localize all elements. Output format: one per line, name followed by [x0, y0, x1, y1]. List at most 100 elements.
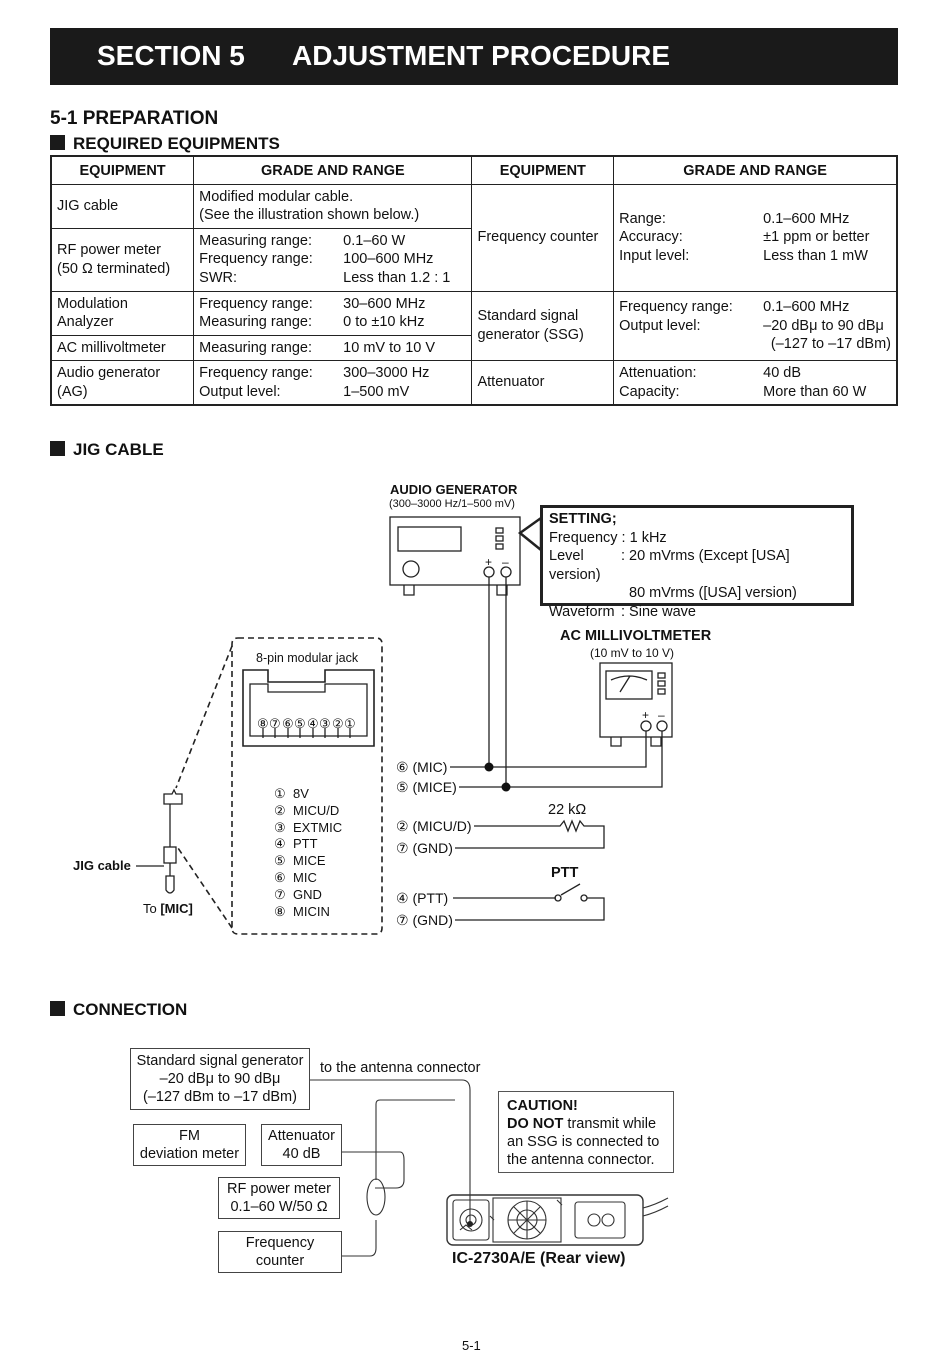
pin-number: ④ [274, 836, 286, 852]
fc-val-2: ±1 ppm or better [763, 229, 870, 246]
jig-desc-2: (See the illustration shown below.) [199, 207, 420, 223]
pin-legend-item: ② MICU/D [274, 803, 342, 820]
attenuator-cell: Attenuator [471, 360, 615, 406]
pin-name: MIC [293, 869, 317, 885]
mod-analyzer-cell: Modulation Analyzer [50, 290, 195, 336]
to-mic-bold: [MIC] [160, 901, 193, 916]
section-title: ADJUSTMENT PROCEDURE [292, 40, 671, 71]
fc-key-3: Input level: [619, 247, 690, 264]
setting-wave-key: Waveform [549, 603, 615, 620]
ssg-line-2: –20 dBμ to 90 dBμ [159, 1071, 281, 1087]
pin-num: ⑤ [294, 716, 306, 731]
fc-key-1: Range: [619, 210, 666, 227]
ssg-cell: Standard signal generator (SSG) [471, 290, 615, 361]
table-row: JIG cable Modified modular cable. (See t… [50, 183, 898, 292]
caution-line-1: DO NOT transmit while [507, 1115, 665, 1133]
jack-pin-numbers: ⑧ ⑦ ⑥ ⑤ ④ ③ ② ① [257, 716, 356, 731]
ptt-label: PTT [551, 865, 579, 881]
antenna-label: to the antenna connector [320, 1060, 481, 1076]
required-equipments-label: REQUIRED EQUIPMENTS [73, 134, 280, 153]
pin-legend-item: ⑥ MIC [274, 870, 342, 887]
connection-heading-label: CONNECTION [73, 1000, 188, 1019]
coupler [366, 1178, 386, 1216]
pin-legend-item: ① 8V [274, 786, 342, 803]
fc-val-3: Less than 1 mW [763, 247, 868, 264]
fc-line-1: Frequency [245, 1235, 315, 1251]
pin-num: ③ [319, 716, 331, 731]
heading-square [50, 1001, 65, 1016]
caution-bold: DO NOT [507, 1116, 564, 1132]
ssg-line-3: (–127 dBm to –17 dBm) [143, 1089, 297, 1105]
freq-counter-cell: Frequency counter [471, 183, 615, 292]
att-val-1: 40 dB [763, 365, 802, 381]
setting-freq-val: 1 kHz [629, 529, 667, 546]
ssg-box: Standard signal generator –20 dBμ to 90 … [130, 1048, 310, 1110]
setting-box: SETTING; Frequency : 1 kHz Level: 20 mVr… [540, 505, 854, 620]
pin-num: ⑧ [257, 716, 269, 731]
pin-number: ② [274, 802, 286, 818]
rf-power-box: RF power meter 0.1–60 W/50 Ω [218, 1177, 340, 1219]
counter-line [342, 1220, 377, 1257]
resistor-label: 22 kΩ [548, 802, 587, 818]
ac-millivoltmeter-body [599, 662, 673, 738]
mod-name-1: Modulation [57, 295, 128, 312]
ag-key-2: Output level: [199, 383, 281, 400]
rf-meter-grade: Measuring range:0.1–60 W Frequency range… [193, 227, 473, 292]
pin-number: ⑤ [274, 853, 286, 869]
acm-minus: – [658, 708, 665, 722]
pin-name: 8V [293, 786, 309, 801]
setting-level-val2: 80 mVrms ([USA] version) [629, 585, 797, 601]
ag-display [397, 526, 462, 552]
attenuator-grade: Attenuation:40 dB Capacity:More than 60 … [613, 360, 898, 406]
to-mic-prefix: To [143, 901, 161, 916]
col-header-equipment-2: EQUIPMENT [471, 155, 615, 185]
ag-knob [402, 560, 420, 578]
table-row: RF power meter (50 Ω terminated) Measuri… [50, 227, 897, 292]
pin-num: ⑥ [282, 716, 294, 731]
pin-number: ⑥ [274, 869, 286, 885]
mod-val-2: 0 to ±10 kHz [343, 314, 425, 330]
ssg-to-antenna-line [310, 1079, 471, 1222]
pin-legend-item: ⑧ MICIN [274, 904, 342, 921]
mod-key-2: Measuring range: [199, 314, 312, 330]
acm-range: (10 mV to 10 V) [590, 646, 675, 660]
pin-number: ① [274, 786, 286, 801]
pin-num: ⑦ [269, 716, 281, 731]
pin-number: ③ [274, 819, 286, 835]
ac-val-1: 10 mV to 10 V [343, 339, 436, 356]
acm-meter-face [605, 670, 653, 700]
page-number: 5-1 [462, 1338, 481, 1353]
table-header-row: EQUIPMENT GRADE AND RANGE EQUIPMENT GRAD… [50, 155, 898, 185]
col-header-grade: GRADE AND RANGE [193, 155, 473, 185]
ac-key-1: Measuring range: [199, 339, 312, 356]
pin-num: ② [332, 716, 344, 731]
ssg-val-3: (–127 to –17 dBm) [770, 336, 891, 352]
fm-line-1: FM [179, 1128, 200, 1144]
pin-name: MICIN [293, 903, 330, 919]
rf-name-1: RF power meter [57, 242, 161, 258]
att-line-2: 40 dB [282, 1146, 321, 1162]
ssg-key-1: Frequency range: [619, 299, 733, 315]
heading-square [50, 135, 65, 150]
ag-title: AUDIO GENERATOR [390, 482, 518, 497]
caution-rest-1: transmit while [563, 1116, 657, 1132]
att-key-1: Attenuation: [619, 365, 697, 381]
radio-rear-body [446, 1194, 644, 1246]
caution-title: CAUTION! [507, 1098, 578, 1114]
section-number: SECTION 5 [97, 40, 245, 71]
pin-name: MICU/D [293, 802, 340, 818]
pin-name: EXTMIC [293, 819, 343, 835]
pin-number: ⑧ [274, 903, 286, 919]
freq-counter-grade: Range:0.1–600 MHz Accuracy:±1 ppm or bet… [613, 183, 898, 292]
ssg-key-2: Output level: [619, 317, 701, 334]
ssg-grade: Frequency range:0.1–600 MHz Output level… [613, 290, 898, 361]
wire-gnd-label: ⑦ (GND) [396, 840, 455, 857]
ssg-val-2: –20 dBμ to 90 dBμ [763, 317, 884, 334]
required-equipments-heading: REQUIRED EQUIPMENTS [50, 134, 280, 154]
fc-val-1: 0.1–600 MHz [763, 210, 850, 227]
setting-frequency: Frequency : 1 kHz [549, 529, 845, 548]
ssg-line-1: Standard signal generator [136, 1053, 304, 1069]
